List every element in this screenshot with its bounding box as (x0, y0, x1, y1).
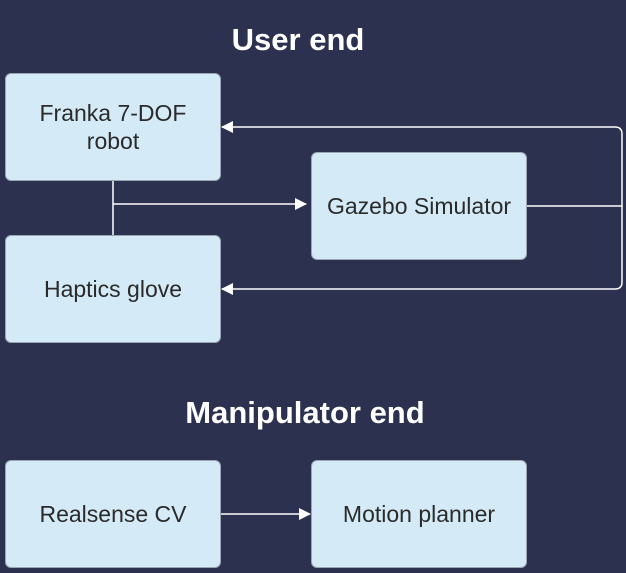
haptics-glove-node: Haptics glove (5, 235, 221, 343)
gazebo-feedback-line (221, 121, 623, 207)
franka-robot-node: Franka 7-DOF robot (5, 73, 221, 181)
gazebo-simulator-label: Gazebo Simulator (326, 193, 512, 219)
haptics-glove-label: Haptics glove (43, 276, 183, 302)
realsense-cv-node: Realsense CV (5, 460, 221, 568)
user-end-title: User end (231, 22, 365, 57)
motion-planner-label: Motion planner (342, 501, 496, 527)
gazebo-to-glove-arrow (221, 206, 623, 295)
motion-planner-node: Motion planner (311, 460, 527, 568)
realsense-cv-label: Realsense CV (39, 501, 187, 527)
gazebo-simulator-node: Gazebo Simulator (311, 152, 527, 260)
manipulator-end-title: Manipulator end (185, 395, 425, 430)
franka-robot-label: Franka 7-DOF robot (39, 100, 187, 154)
